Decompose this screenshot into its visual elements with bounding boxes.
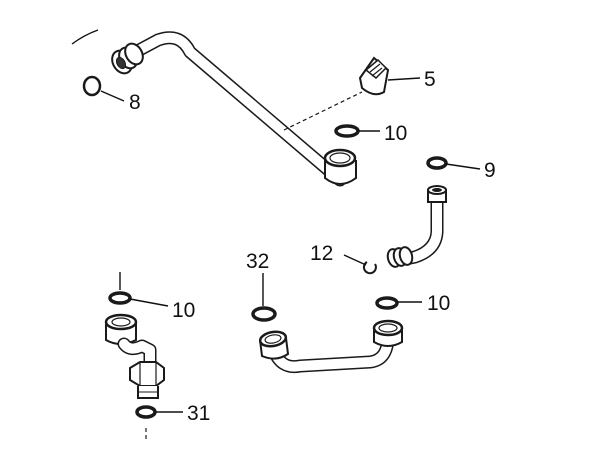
- u-pipe-right-nut: [372, 319, 404, 347]
- leader-12: [343, 254, 367, 266]
- callout-10-upper: 10: [384, 122, 407, 145]
- pipe-clip: [358, 56, 390, 96]
- washer-10-upper: [334, 124, 360, 138]
- washer-10-right: [375, 296, 399, 310]
- arc-fragment: [71, 29, 99, 45]
- washer-31: [135, 405, 157, 419]
- upper-pipe-end-nut: [323, 148, 357, 185]
- leader-8: [100, 90, 125, 102]
- u-shaped-pipe: [258, 319, 404, 374]
- small-curved-pipe: [386, 185, 447, 268]
- leader-9: [445, 163, 481, 170]
- callout-32: 32: [246, 250, 269, 273]
- upper-pipe: [111, 31, 357, 187]
- leader-10c: [129, 298, 169, 307]
- callout-10-left: 10: [172, 299, 195, 322]
- seal-32: [251, 306, 277, 322]
- elbow-fitting: [104, 272, 165, 442]
- clip-alignment-dashline: [283, 91, 363, 131]
- callout-10-right: 10: [427, 292, 450, 315]
- callout-5: 5: [424, 68, 436, 91]
- circlip-12: [362, 261, 377, 275]
- upper-pipe-left-fitting: [111, 42, 144, 75]
- leader-5: [387, 77, 421, 81]
- callout-31: 31: [187, 402, 210, 425]
- o-ring-8: [82, 75, 102, 97]
- u-pipe-left-nut: [258, 330, 290, 360]
- callout-12: 12: [310, 242, 333, 265]
- washer-9: [426, 156, 448, 170]
- washer-10-left: [108, 291, 132, 305]
- callout-8: 8: [129, 91, 141, 114]
- callout-9: 9: [484, 159, 496, 182]
